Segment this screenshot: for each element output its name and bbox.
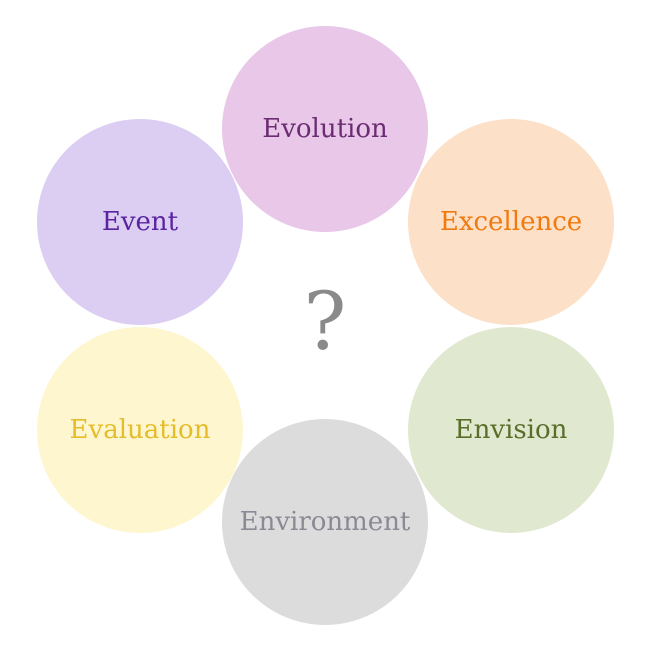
bubble-label-excellence: Excellence (439, 207, 583, 237)
bubble-label-evaluation: Evaluation (69, 415, 211, 445)
bubble-environment: Environment (222, 419, 428, 625)
bubble-event: Event (37, 119, 243, 325)
center-question-mark: ? (303, 275, 347, 368)
bubble-label-envision: Envision (454, 415, 568, 445)
bubble-evaluation: Evaluation (37, 327, 243, 533)
bubble-envision: Envision (408, 327, 614, 533)
bubble-label-environment: Environment (239, 507, 411, 537)
bubble-label-event: Event (101, 207, 179, 237)
bubble-evolution: Evolution (222, 26, 428, 232)
bubble-label-evolution: Evolution (262, 114, 388, 144)
bubble-excellence: Excellence (408, 119, 614, 325)
